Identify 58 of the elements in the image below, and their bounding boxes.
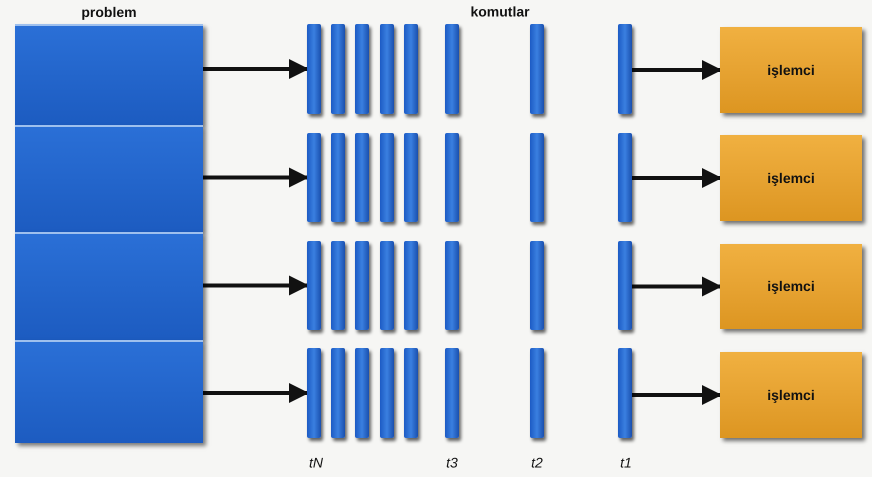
instruction-bar <box>445 348 459 438</box>
instruction-bar <box>355 133 369 222</box>
processor-label: işlemci <box>767 168 815 188</box>
instruction-bar <box>380 348 394 438</box>
instruction-bar <box>307 348 321 438</box>
instruction-bar <box>404 348 418 438</box>
instruction-bar <box>331 348 345 438</box>
instruction-bar <box>404 133 418 222</box>
instruction-bar <box>618 241 632 330</box>
problem-segment <box>15 340 203 443</box>
instruction-bar <box>380 133 394 222</box>
processor-box <box>720 27 862 113</box>
processor-box <box>720 352 862 438</box>
instruction-bar <box>530 24 544 114</box>
instruction-bar <box>445 241 459 330</box>
problem-segment <box>15 125 203 232</box>
arrow <box>632 276 722 296</box>
time-step-label: t2 <box>531 454 543 472</box>
arrow <box>203 59 309 79</box>
processor-box <box>720 244 862 329</box>
instruction-bar <box>380 24 394 114</box>
instruction-bar <box>618 24 632 114</box>
arrow <box>203 168 309 188</box>
instruction-bar <box>355 241 369 330</box>
instruction-bar <box>355 348 369 438</box>
instructions-label: komutlar <box>470 2 530 22</box>
time-step-label: tN <box>309 454 323 472</box>
instruction-bar <box>530 241 544 330</box>
instruction-bar <box>618 348 632 438</box>
arrow <box>632 60 722 80</box>
instruction-bar <box>331 24 345 114</box>
instruction-bar <box>355 24 369 114</box>
arrow <box>632 168 722 188</box>
instruction-bar <box>530 133 544 222</box>
time-step-label: t3 <box>446 454 458 472</box>
problem-segment <box>15 24 203 125</box>
instruction-bar <box>307 24 321 114</box>
instruction-bar <box>404 241 418 330</box>
instruction-bar <box>307 241 321 330</box>
time-step-label: t1 <box>620 454 632 472</box>
instruction-bar <box>331 133 345 222</box>
arrow <box>632 385 722 405</box>
instruction-bar <box>530 348 544 438</box>
processor-label: işlemci <box>767 386 815 405</box>
instruction-bar <box>331 241 345 330</box>
problem-segment <box>15 232 203 340</box>
instruction-bar <box>307 133 321 222</box>
instruction-bar <box>380 241 394 330</box>
instruction-bar <box>404 24 418 114</box>
processor-label: işlemci <box>767 60 815 80</box>
processor-box <box>720 135 862 221</box>
instruction-bar <box>445 133 459 222</box>
column-heading: problem <box>80 3 138 22</box>
instruction-bar <box>445 24 459 114</box>
arrow <box>203 383 309 403</box>
arrow <box>203 276 309 296</box>
instruction-bar <box>618 133 632 222</box>
processor-label: işlemci <box>767 277 815 296</box>
